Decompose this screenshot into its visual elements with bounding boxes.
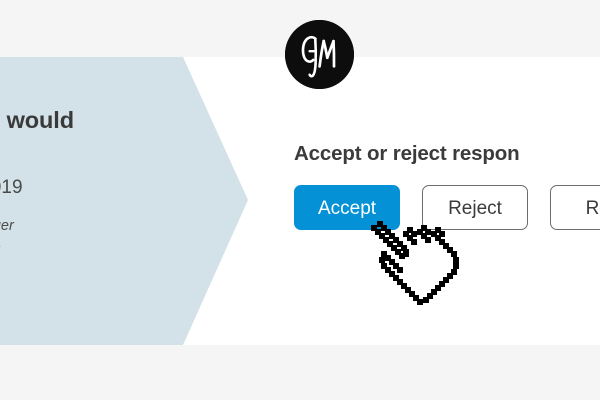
gm-logo-icon	[285, 20, 354, 89]
content-card: d and would offer. uary 2019 onsectetuer…	[0, 57, 600, 345]
quote-panel: d and would offer. uary 2019 onsectetuer…	[0, 57, 248, 345]
quote-body-line-1: onsectetuer	[0, 217, 14, 234]
quote-body-line-2: mmy nibh	[0, 237, 188, 259]
response-button-row: Accept Reject Rep	[294, 184, 600, 230]
quote-headline-line-2: offer.	[0, 136, 188, 167]
reject-button[interactable]: Reject	[422, 184, 528, 230]
response-section: Accept or reject respon Accept Reject Re…	[294, 142, 600, 230]
quote-body-line-3: olore”	[0, 260, 188, 282]
reply-button[interactable]: Rep	[550, 184, 600, 230]
quote-date: uary 2019	[0, 176, 23, 198]
quote-headline-line-1: d and would	[0, 107, 74, 133]
quote-panel-content: d and would offer. uary 2019 onsectetuer…	[0, 57, 188, 282]
accept-button[interactable]: Accept	[294, 184, 400, 230]
response-heading: Accept or reject respon	[294, 142, 520, 165]
